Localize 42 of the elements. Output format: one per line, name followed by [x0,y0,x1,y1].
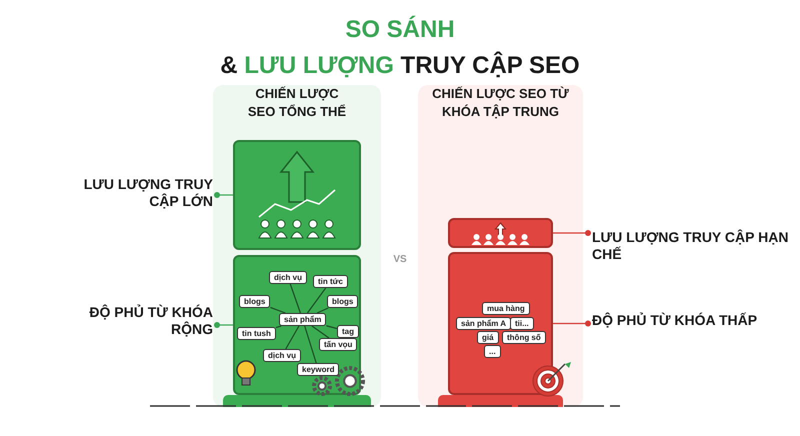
connector-line [326,325,338,330]
leader-line [214,322,233,328]
keyword-tag: sản phẩm [279,313,326,326]
connector-line [312,326,330,338]
keyword-tag: dịch vụ [269,271,308,284]
callout-text: LƯU LƯỢNG TRUY CẬP LỚN [83,176,213,210]
keyword-tag: thông số [502,331,546,344]
connector-line [306,288,326,314]
leader-line [553,230,591,236]
illustrated-panel [448,218,553,248]
illustrated-panel [233,140,361,250]
column-panel [448,252,553,395]
leader-line [553,320,591,326]
connector-line [290,284,301,314]
connector-line [270,306,286,314]
callout-text: LƯU LƯỢNG TRUY CẬP HẠN CHẾ [592,229,792,263]
connector-line [276,325,282,328]
keyword-tag: blogs [327,295,358,308]
connector-line [316,307,328,314]
keyword-tag: tin tức [313,275,348,288]
keyword-tag: dịch vụ [263,349,302,362]
keyword-tag: tii... [510,317,534,330]
leader-line [214,192,233,198]
column-heading: CHIẾN LƯỢC SEO TỪ KHÓA TẬP TRUNG [431,85,570,121]
keyword-tag: blogs [239,295,270,308]
column-card [213,85,381,407]
keyword-tag: tag [337,325,359,338]
column-card [418,85,583,407]
keyword-tag: sản phẩm A [456,317,512,330]
keyword-tag: ... [484,345,501,358]
title: SO SÁNH & LƯU LƯỢNG TRUY CẬP SEO [219,14,581,81]
keyword-tag: keyword [297,363,340,376]
keyword-tag: mua hàng [482,302,530,315]
column-heading: CHIẾN LƯỢC SEO TỔNG THỂ [246,85,348,121]
versus-label: VS [392,254,408,265]
connector-line [285,326,300,350]
keyword-tag: giá [477,331,499,344]
callout-text: ĐỘ PHỦ TỪ KHÓA THẤP [592,312,792,329]
callout-text: ĐỘ PHỦ TỪ KHÓA RỘNG [83,304,213,338]
column-panel [233,255,361,395]
keyword-tag: tấn vọu [319,338,358,351]
keyword-tag: tin tush [237,327,276,340]
